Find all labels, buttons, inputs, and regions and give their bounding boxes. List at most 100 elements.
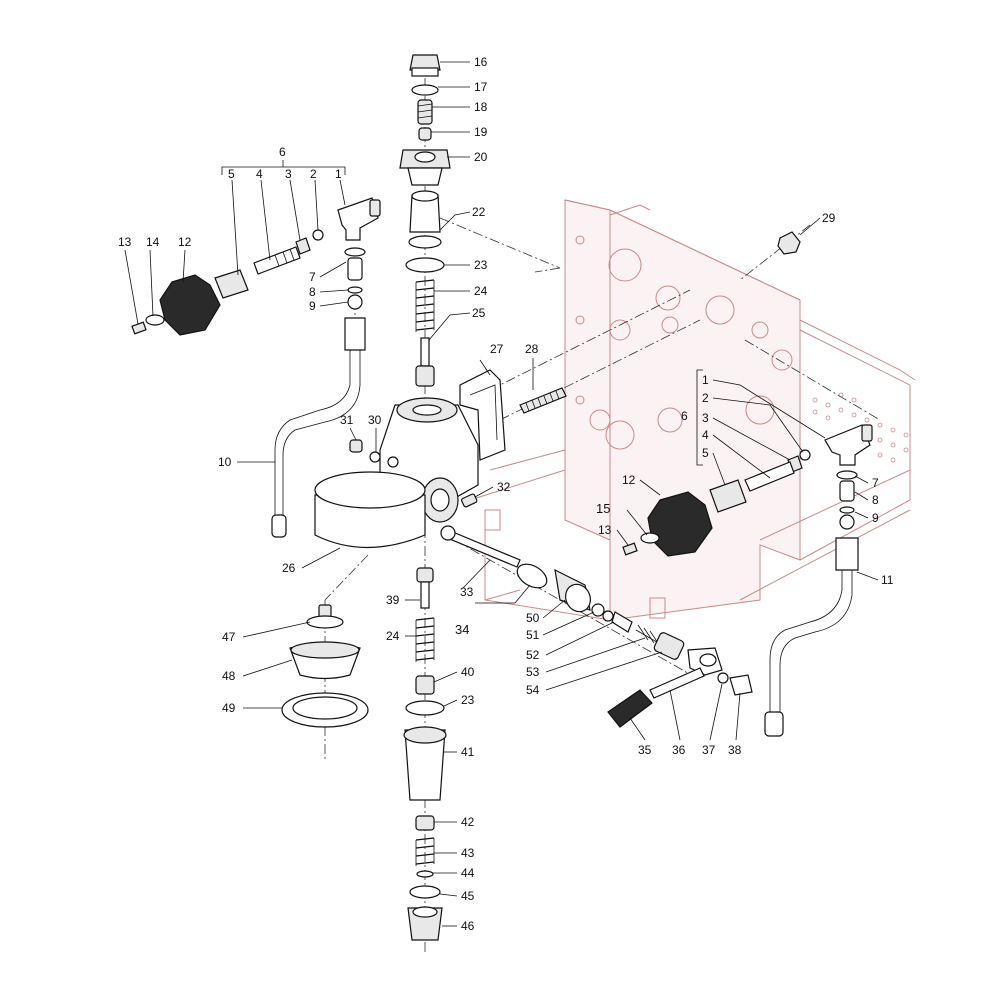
label-5-right: 5 [702, 446, 709, 460]
label-15: 15 [596, 501, 610, 516]
label-19: 19 [474, 125, 488, 139]
ring-37 [717, 672, 729, 684]
label-3-left: 3 [285, 167, 292, 181]
label-40: 40 [461, 665, 475, 679]
spring-8b [839, 480, 855, 502]
label-29: 29 [822, 211, 836, 225]
label-37: 37 [702, 743, 716, 757]
label-43: 43 [461, 846, 475, 860]
label-41: 41 [461, 745, 475, 759]
filter-parts [281, 604, 369, 728]
pin-25 [420, 337, 430, 367]
label-52: 52 [526, 648, 540, 662]
part-number-labels: 16 17 18 19 20 22 23 24 25 27 28 29 6 5 … [118, 55, 894, 933]
label-10: 10 [218, 455, 232, 469]
label-27: 27 [490, 342, 504, 356]
label-1-right: 1 [702, 373, 709, 387]
cap-nut-16 [409, 54, 441, 71]
ring-9a [347, 286, 363, 294]
label-33: 33 [460, 585, 474, 599]
cap-38 [729, 674, 753, 696]
label-28: 28 [525, 342, 539, 356]
label-26: 26 [282, 561, 296, 575]
label-18: 18 [474, 100, 488, 114]
ring-3a [295, 237, 311, 255]
screw-47 [318, 604, 332, 618]
label-23-lower: 23 [461, 693, 475, 707]
spring-24a [415, 279, 435, 332]
label-8-right: 8 [872, 493, 879, 507]
label-25: 25 [472, 306, 486, 320]
leader-lines [124, 61, 879, 927]
valve-40 [415, 675, 435, 695]
label-49: 49 [222, 701, 236, 715]
right-valve-assembly [622, 369, 873, 737]
label-6-left: 6 [279, 145, 286, 159]
label-39: 39 [386, 593, 400, 607]
label-46: 46 [461, 919, 475, 933]
label-12-left: 12 [178, 235, 192, 249]
handle-35 [607, 689, 653, 728]
label-54: 54 [526, 683, 540, 697]
label-24-lower: 24 [386, 629, 400, 643]
label-32: 32 [497, 480, 511, 494]
group-head [314, 369, 567, 548]
machine-frame [469, 199, 916, 621]
label-5-left: 5 [228, 167, 235, 181]
steam-wand-10 [344, 317, 366, 351]
ring-51 [591, 603, 605, 617]
label-11: 11 [881, 573, 894, 587]
label-45: 45 [461, 889, 475, 903]
valve-39 [416, 567, 434, 583]
label-34: 34 [455, 622, 469, 637]
label-48: 48 [222, 669, 236, 683]
label-44: 44 [461, 866, 475, 880]
washer-30 [369, 451, 381, 463]
label-6-right: 6 [681, 409, 688, 423]
label-3-right: 3 [702, 411, 709, 425]
drum-26 [314, 494, 426, 548]
o-ring-23b [405, 700, 445, 716]
spring-43 [415, 837, 435, 866]
label-36: 36 [672, 743, 686, 757]
label-9-right: 9 [872, 511, 879, 525]
o-ring-17 [411, 84, 439, 96]
label-16: 16 [474, 55, 488, 69]
label-13-right: 13 [598, 523, 612, 537]
label-14: 14 [146, 235, 160, 249]
label-53: 53 [526, 665, 540, 679]
knob-12a [159, 274, 221, 336]
screw-13b [622, 542, 638, 556]
ring-2a [312, 229, 324, 241]
threaded-rod-28 [519, 387, 567, 414]
label-23: 23 [474, 258, 488, 272]
label-35: 35 [638, 743, 652, 757]
left-valve-assembly [131, 160, 381, 538]
screw-32 [461, 493, 478, 508]
label-4-left: 4 [256, 167, 263, 181]
label-4-right: 4 [702, 428, 709, 442]
ring-44 [416, 870, 434, 878]
label-22: 22 [472, 205, 486, 219]
shaft-33 [444, 529, 521, 568]
label-8-left: 8 [309, 285, 316, 299]
ring-9b [839, 506, 855, 514]
washer-14 [145, 314, 165, 326]
sleeve-52 [611, 611, 633, 633]
washer-15 [640, 532, 660, 544]
screw-13a [131, 321, 147, 335]
label-2-left: 2 [310, 167, 317, 181]
o-ring-34 [516, 563, 548, 589]
spring-8a [347, 257, 363, 281]
label-24: 24 [474, 284, 488, 298]
nut-5b [709, 479, 747, 513]
nut-5a [214, 269, 249, 299]
steam-wand-11 [835, 537, 859, 571]
label-31: 31 [340, 413, 354, 427]
label-42: 42 [461, 815, 475, 829]
plug-19 [418, 127, 432, 141]
o-ring-7b [836, 470, 858, 480]
spring-18 [417, 99, 433, 125]
valve-stem-4b [744, 461, 795, 492]
